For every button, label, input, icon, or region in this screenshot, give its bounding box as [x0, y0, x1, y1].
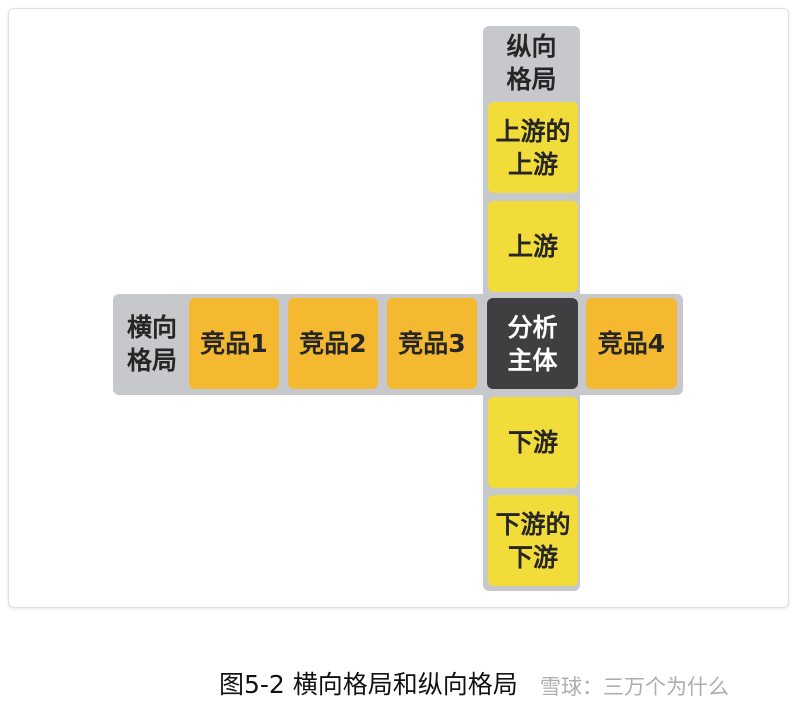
competitor-3-label: 竞品3 — [398, 329, 466, 358]
competitor-4-label: 竞品4 — [597, 329, 666, 358]
downstream-of-downstream-line-2: 下游 — [507, 542, 558, 572]
downstream-label: 下游 — [507, 428, 558, 457]
competitor-4-box: 竞品4 — [586, 298, 677, 389]
subject-line-1: 分析 — [507, 312, 558, 342]
analysis-subject-box: 分析 主体 — [487, 298, 578, 389]
vertical-label-line-1: 纵向 — [506, 32, 557, 61]
competitor-1-box: 竞品1 — [189, 298, 279, 389]
horizontal-pattern-label: 横向 格局 — [115, 298, 189, 389]
figure-caption: 图5-2 横向格局和纵向格局 — [219, 670, 518, 699]
downstream-box: 下游 — [488, 397, 578, 488]
watermark: 雪球：三万个为什么 — [540, 675, 729, 699]
horizontal-label-line-2: 格局 — [126, 345, 177, 375]
subject-line-2: 主体 — [507, 345, 558, 375]
competitor-2-label: 竞品2 — [299, 329, 367, 358]
downstream-of-downstream-line-1: 下游的 — [495, 509, 571, 539]
competitor-1-label: 竞品1 — [200, 329, 268, 358]
upstream-of-upstream-box: 上游的 上游 — [488, 102, 578, 193]
upstream-of-upstream-line-1: 上游的 — [495, 116, 571, 146]
competitor-2-box: 竞品2 — [288, 298, 378, 389]
downstream-of-downstream-box: 下游的 下游 — [488, 495, 578, 586]
vertical-pattern-label: 纵向 格局 — [483, 28, 580, 98]
competitor-3-box: 竞品3 — [387, 298, 477, 389]
upstream-box: 上游 — [488, 201, 578, 292]
upstream-label: 上游 — [507, 232, 558, 261]
horizontal-label-line-1: 横向 — [126, 312, 177, 342]
vertical-label-line-2: 格局 — [506, 65, 557, 94]
upstream-of-upstream-line-2: 上游 — [507, 149, 558, 179]
